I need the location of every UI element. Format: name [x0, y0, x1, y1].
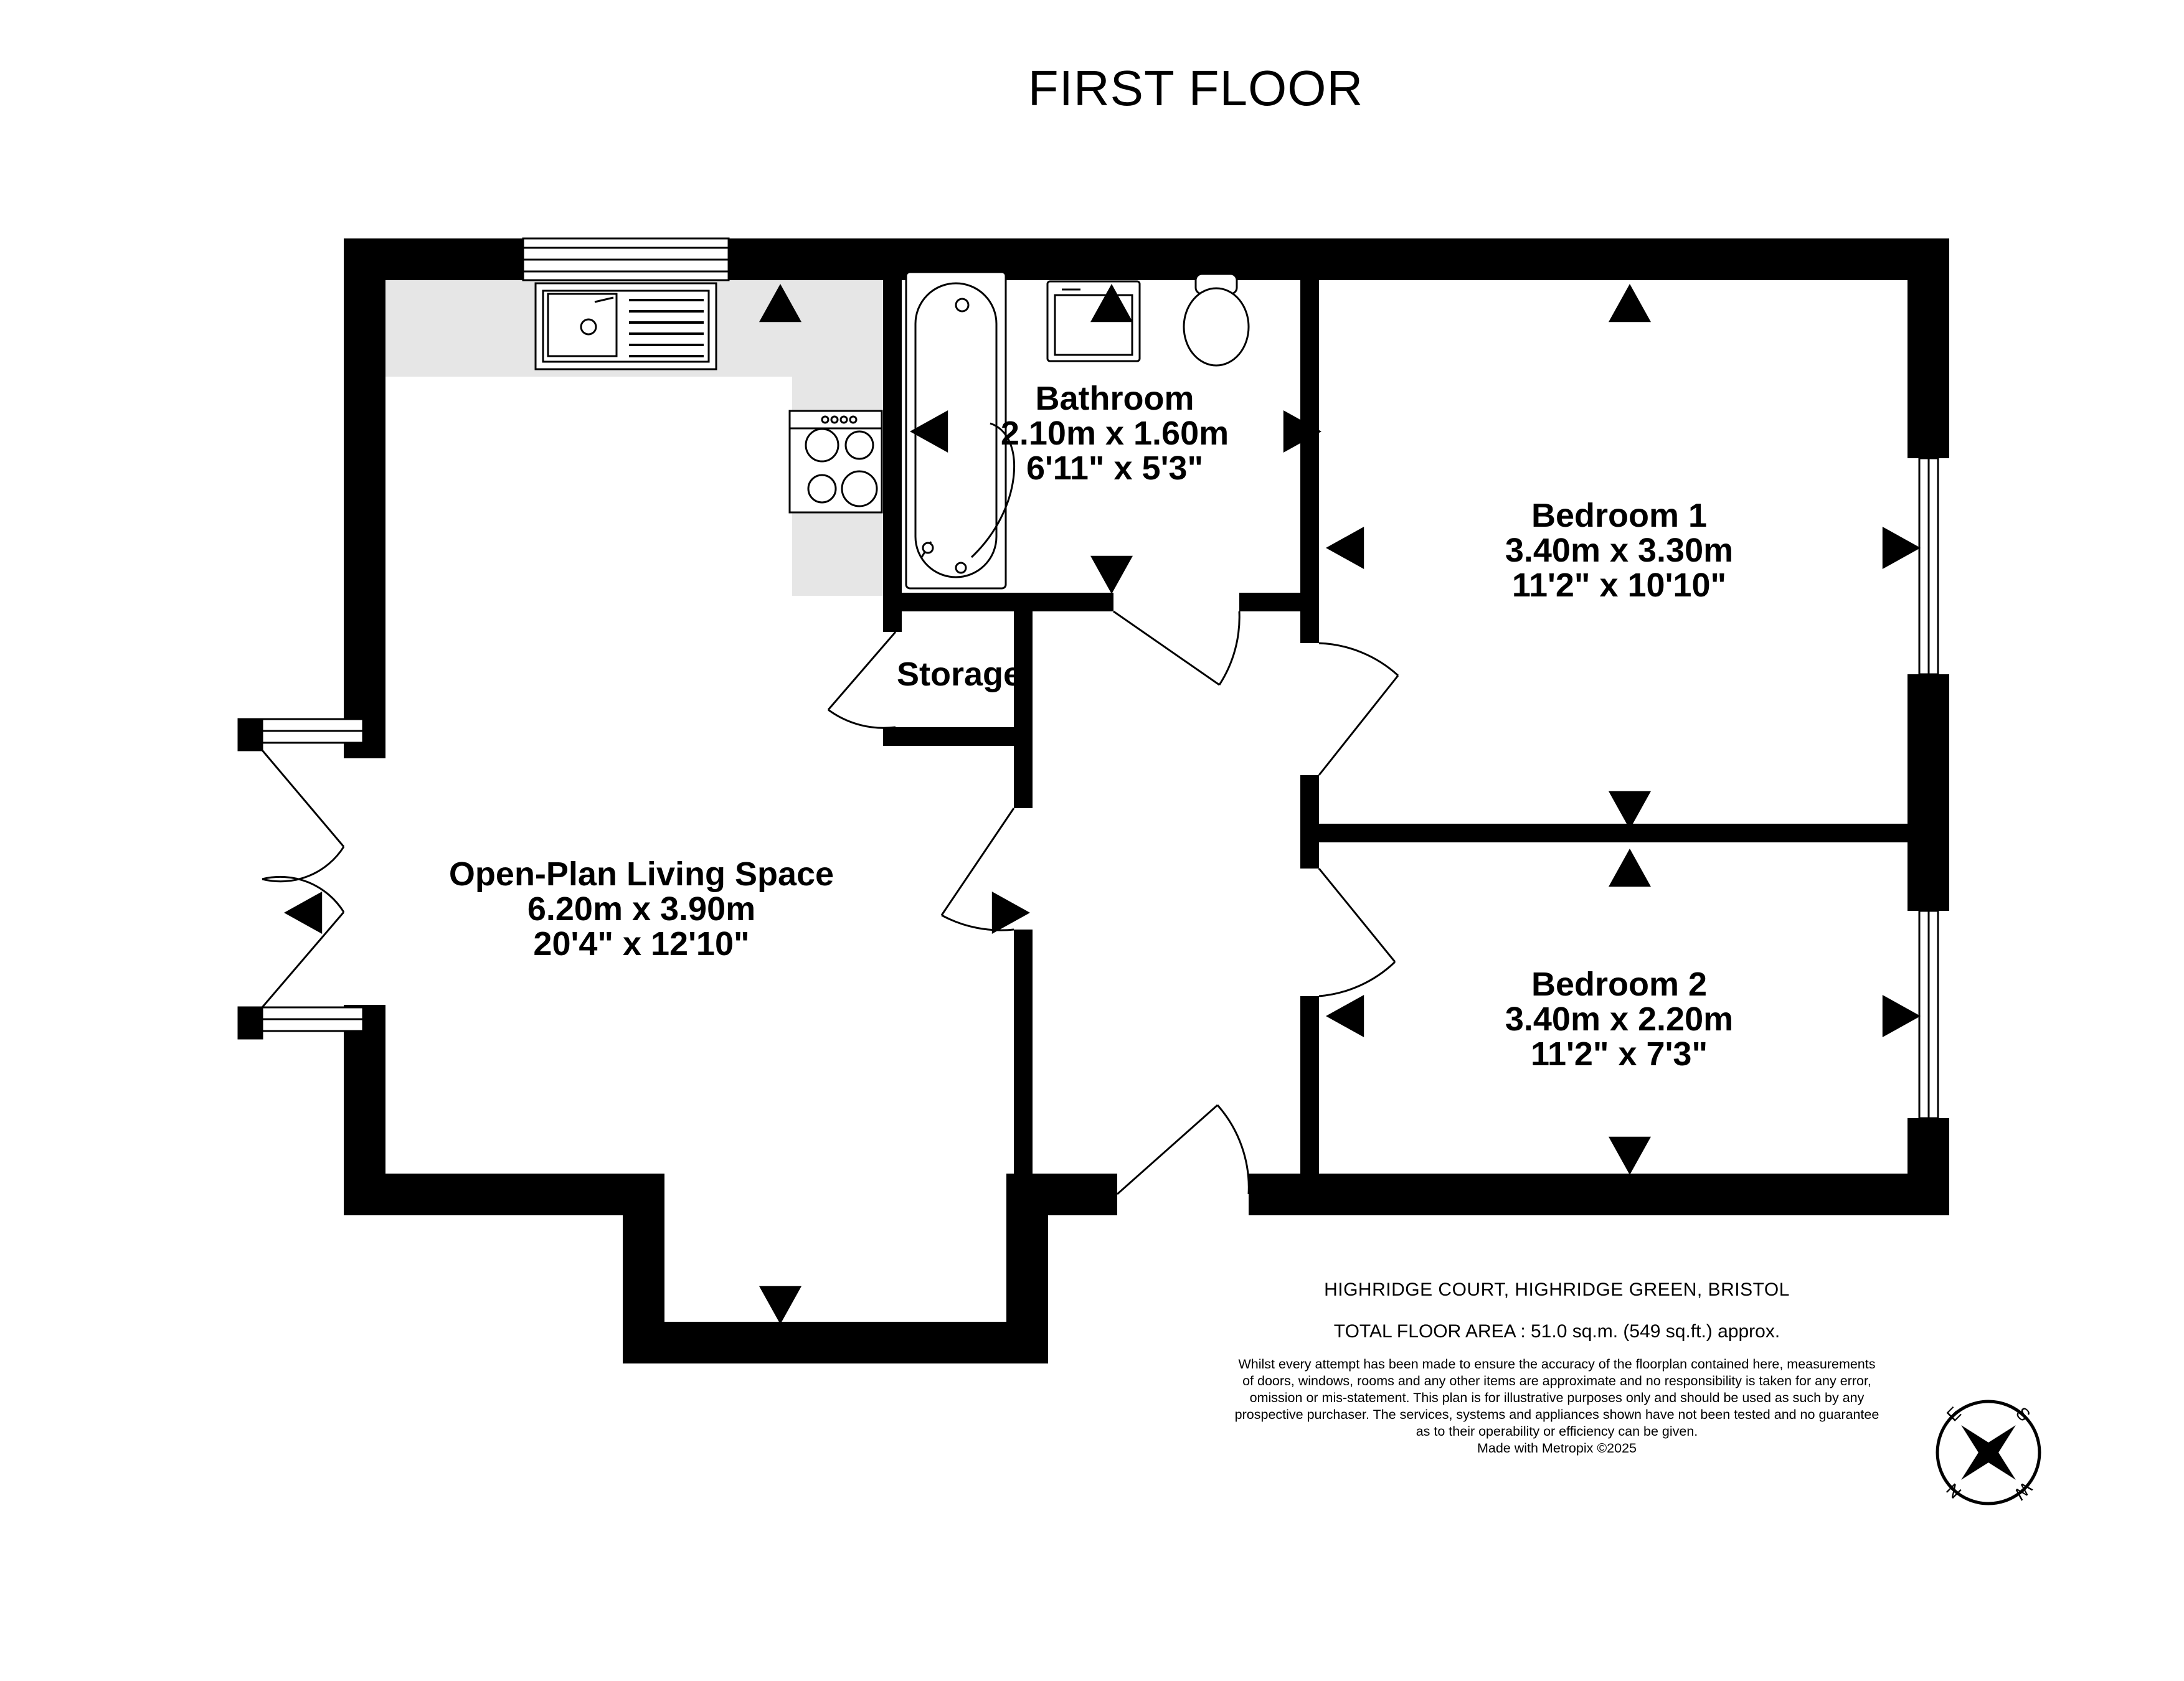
disclaimer-line: Whilst every attempt has been made to en…: [1238, 1357, 1876, 1372]
room-label-bathroom: Bathroom 2.10m x 1.60m 6'11" x 5'3": [928, 381, 1302, 486]
walls: [344, 238, 1949, 1363]
floor-title: FIRST FLOOR: [1028, 60, 1364, 116]
windows: [237, 237, 1949, 1119]
compass-icon: S W N E: [1936, 1400, 2041, 1505]
disclaimer-line: omission or mis-statement. This plan is …: [1249, 1390, 1865, 1405]
measurement-arrow-up-icon: [1609, 284, 1651, 323]
room-metric: 3.40m x 3.30m: [1505, 532, 1734, 569]
measurement-arrow-down-icon: [1090, 555, 1133, 594]
window-bedroom2: [1907, 910, 1949, 1119]
room-imperial: 11'2" x 7'3": [1530, 1035, 1708, 1073]
disclaimer-line: of doors, windows, rooms and any other i…: [1242, 1373, 1871, 1388]
interior-doors: [827, 610, 1399, 1195]
window-bedroom1: [1907, 457, 1949, 676]
room-imperial: 6'11" x 5'3": [1026, 450, 1204, 487]
room-name: Storage: [897, 656, 1023, 693]
measurement-arrow-right-icon: [1882, 995, 1921, 1037]
measurement-arrow-right-icon: [1283, 410, 1321, 453]
disclaimer-line: as to their operability or efficiency ca…: [1416, 1424, 1698, 1439]
measurement-arrow-down-icon: [759, 1286, 801, 1324]
measurement-arrow-right-icon: [991, 892, 1030, 934]
disclaimer: Whilst every attempt has been made to en…: [1109, 1356, 2005, 1457]
room-name: Bedroom 1: [1531, 497, 1708, 534]
measurement-arrow-up-icon: [1090, 284, 1133, 323]
room-metric: 6.20m x 3.90m: [527, 890, 756, 928]
room-name: Bathroom: [1035, 380, 1194, 417]
property-address: HIGHRIDGE COURT, HIGHRIDGE GREEN, BRISTO…: [1324, 1279, 1790, 1300]
measurement-arrow-left-icon: [1326, 995, 1364, 1037]
measurement-arrow-left-icon: [1326, 527, 1364, 569]
room-label-living: Open-Plan Living Space 6.20m x 3.90m 20'…: [423, 857, 859, 961]
measurement-arrow-up-icon: [1609, 849, 1651, 887]
measurement-arrow-right-icon: [1882, 527, 1921, 569]
french-doors: [237, 718, 345, 1040]
room-label-bedroom2: Bedroom 2 3.40m x 2.20m 11'2" x 7'3": [1426, 967, 1812, 1071]
kitchen-sink: [534, 282, 717, 370]
hob-icon: [788, 410, 883, 514]
toilet-icon: [1183, 273, 1250, 367]
room-name: Bedroom 2: [1531, 966, 1708, 1003]
disclaimer-line: prospective purchaser. The services, sys…: [1234, 1407, 1879, 1422]
bath-icon: [905, 271, 1016, 590]
measurement-arrow-down-icon: [1609, 1136, 1651, 1175]
disclaimer-credit: Made with Metropix ©2025: [1477, 1441, 1637, 1456]
measurement-arrow-left-icon: [284, 892, 323, 934]
room-imperial: 20'4" x 12'10": [533, 925, 750, 963]
arrows: [284, 284, 1921, 1324]
measurement-arrow-left-icon: [910, 410, 948, 453]
room-imperial: 11'2" x 10'10": [1511, 567, 1727, 604]
window-top-kitchen: [522, 237, 730, 281]
room-label-storage: Storage: [897, 656, 1023, 693]
room-metric: 2.10m x 1.60m: [1000, 415, 1229, 452]
measurement-arrow-down-icon: [1609, 791, 1651, 829]
room-name: Open-Plan Living Space: [448, 855, 834, 893]
room-metric: 3.40m x 2.20m: [1505, 1001, 1734, 1038]
total-floor-area: TOTAL FLOOR AREA : 51.0 sq.m. (549 sq.ft…: [1333, 1321, 1780, 1342]
measurement-arrow-up-icon: [759, 284, 801, 323]
room-label-bedroom1: Bedroom 1 3.40m x 3.30m 11'2" x 10'10": [1426, 498, 1812, 603]
